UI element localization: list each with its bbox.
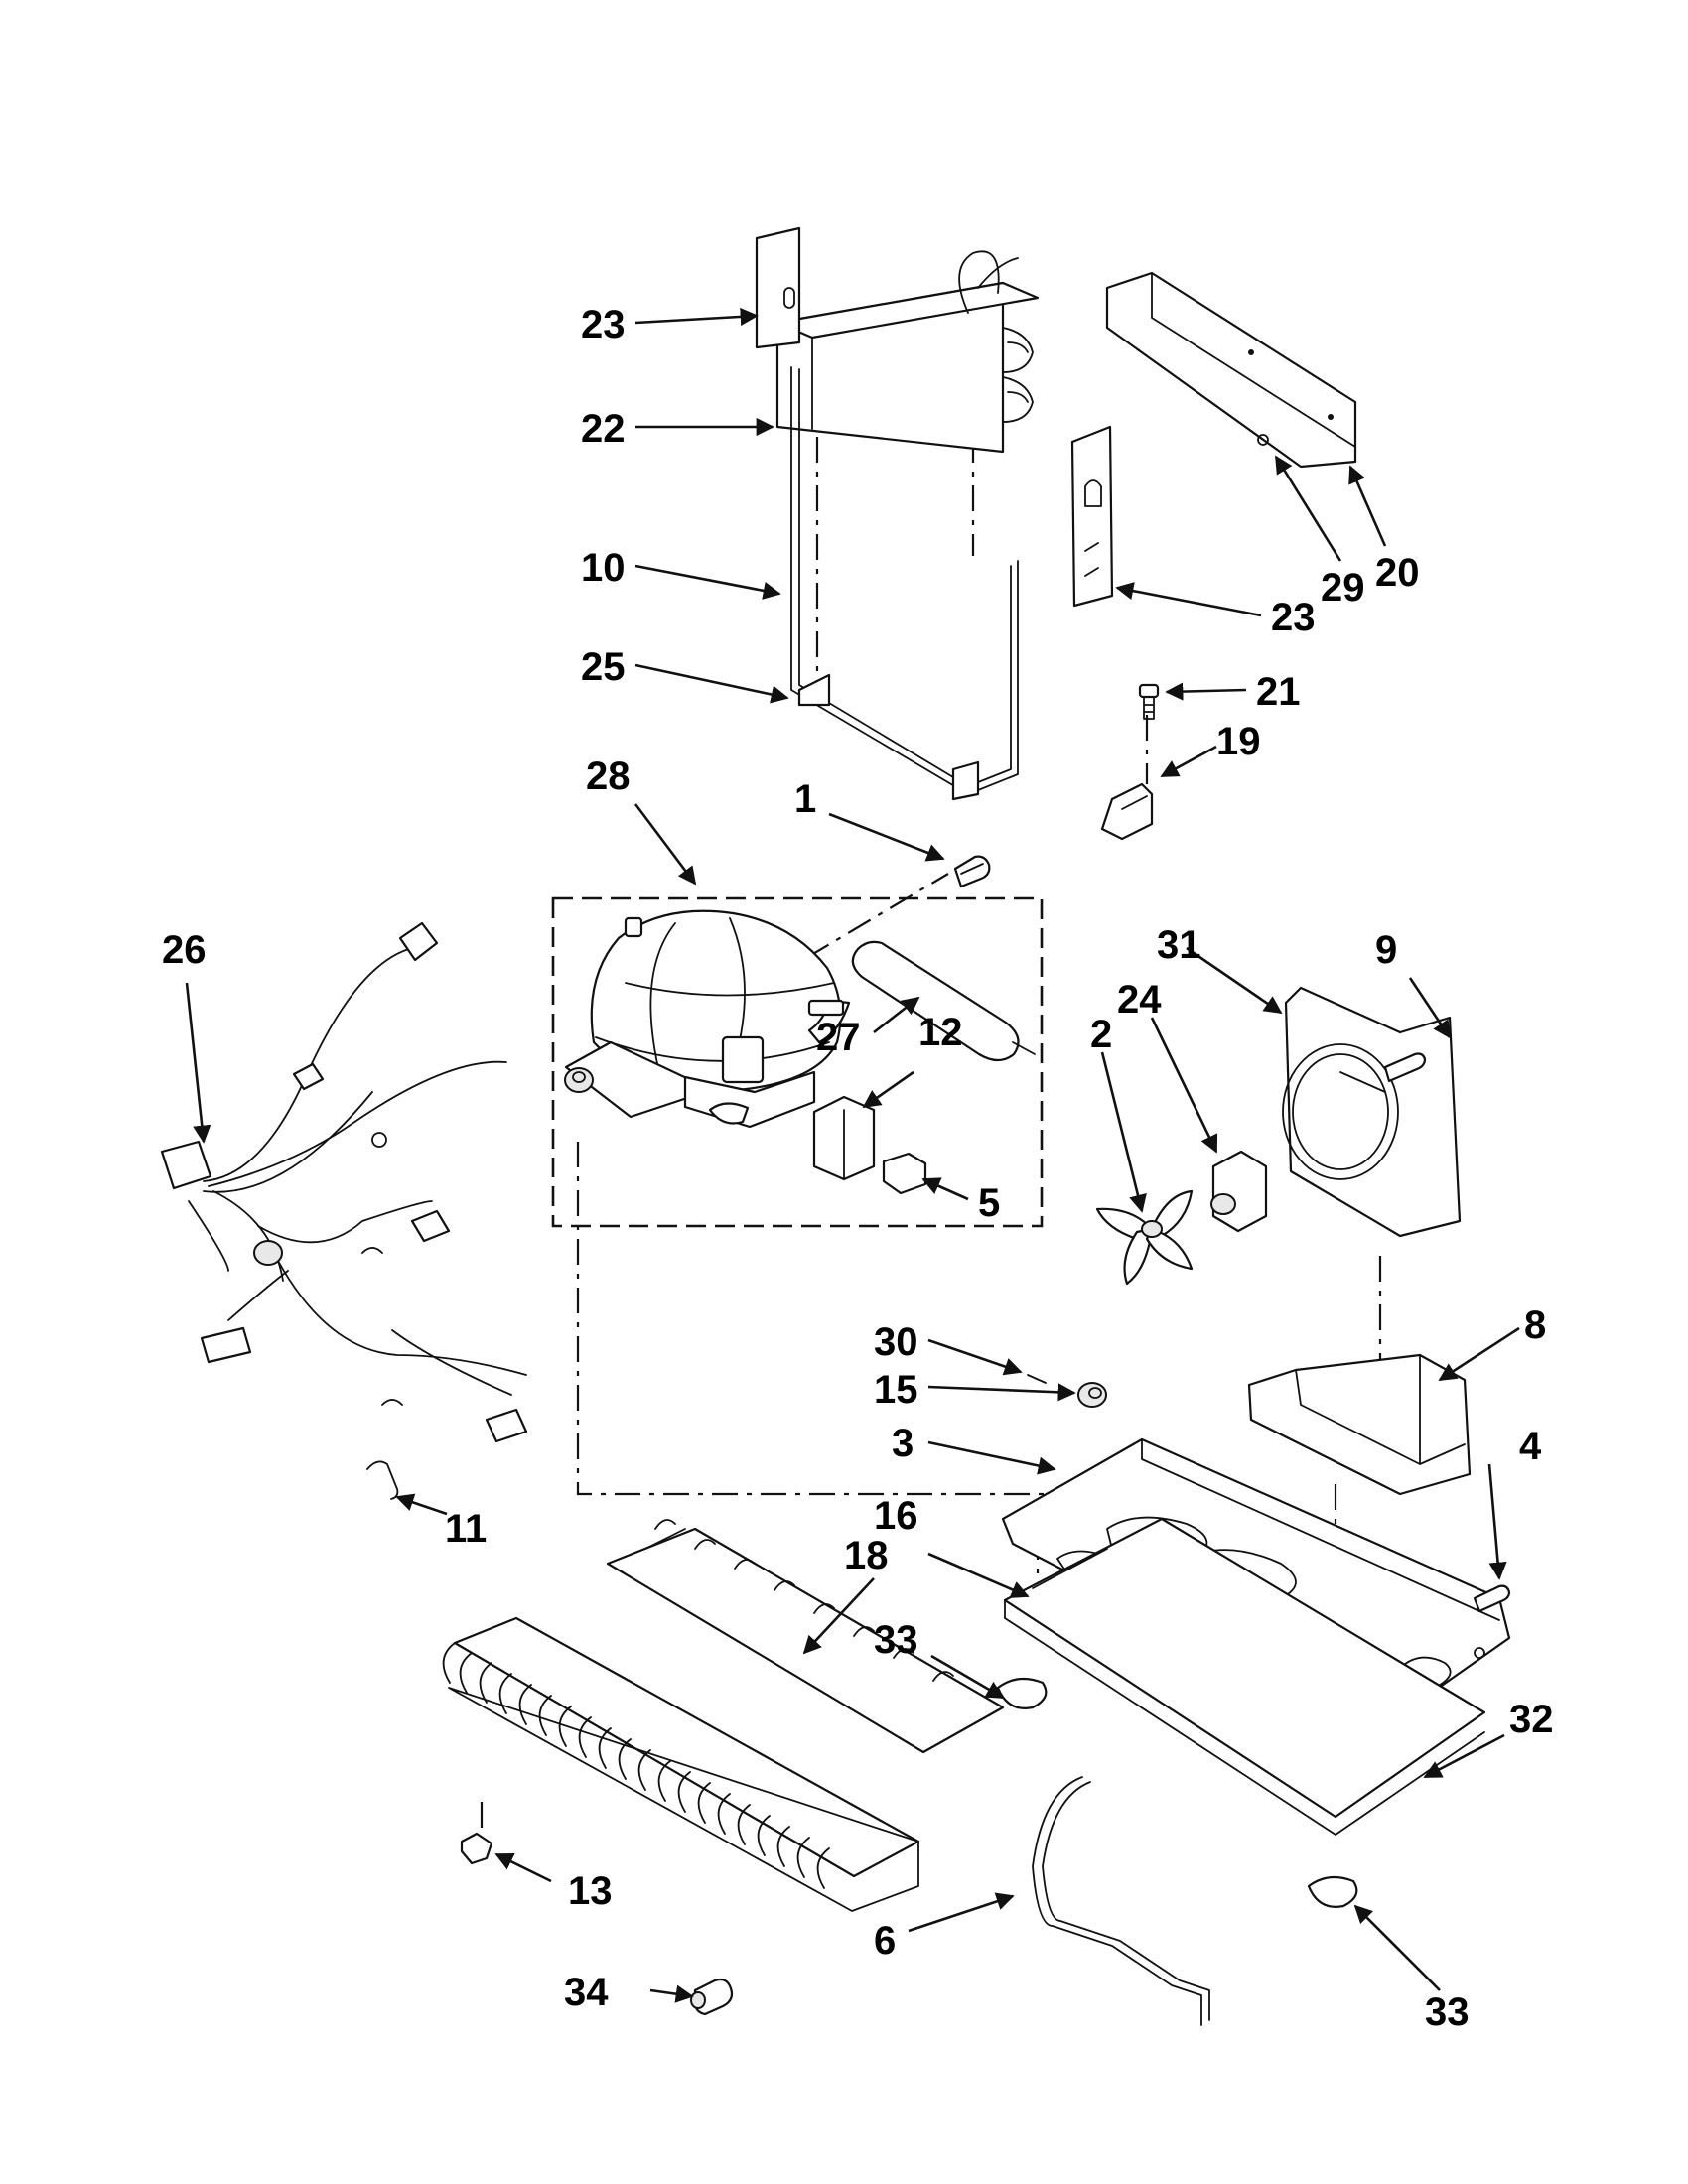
callout-5: 5 (978, 1181, 1000, 1225)
fan-motor (1210, 1150, 1268, 1233)
callout-11: 11 (445, 1507, 487, 1551)
callout-31: 31 (1157, 923, 1201, 967)
drier-27 (851, 940, 1036, 1062)
callout-18: 18 (844, 1534, 889, 1577)
callout-10: 10 (581, 546, 626, 590)
callout-24: 24 (1117, 978, 1162, 1022)
callout-9: 9 (1375, 928, 1397, 972)
callout-28: 28 (586, 754, 631, 798)
grommet-15 (1077, 1382, 1107, 1408)
callout-1: 1 (794, 777, 816, 821)
callout-21: 21 (1256, 670, 1301, 714)
evaporator-cover (1105, 271, 1357, 469)
cover-screw (1257, 434, 1269, 446)
foot-33-left (996, 1677, 1048, 1709)
callout-34: 34 (564, 1971, 609, 2014)
defrost-heater (790, 366, 1019, 801)
mounting-bracket (1247, 1353, 1472, 1496)
evaporator-bracket-right (1070, 425, 1114, 608)
condenser-coil (442, 1519, 1005, 1912)
callout-4: 4 (1519, 1425, 1542, 1468)
screw-4 (1473, 1584, 1511, 1613)
fan-shroud (1282, 986, 1462, 1238)
evaporator-bracket-left (755, 226, 801, 349)
callout-2: 2 (1090, 1013, 1112, 1056)
callout-27: 27 (816, 1016, 861, 1059)
callout-30: 30 (874, 1320, 918, 1364)
callout-22: 22 (581, 407, 626, 451)
drain-tube (1032, 1776, 1210, 2026)
overload-5 (882, 1152, 927, 1195)
grommet-left (564, 1067, 594, 1093)
callout-20: 20 (1375, 551, 1420, 595)
leader-lines (185, 307, 1520, 2003)
callout-15: 15 (874, 1368, 918, 1412)
callout-33-right: 33 (1425, 1990, 1470, 2034)
fan-blade (1095, 1189, 1194, 1286)
compressor (564, 909, 851, 1129)
callout-12: 12 (918, 1011, 963, 1054)
compressor-group-box (551, 896, 1044, 1228)
callout-25: 25 (581, 645, 626, 689)
screw-21 (1138, 683, 1160, 720)
screw-9 (1383, 1052, 1427, 1083)
callout-26: 26 (162, 928, 207, 972)
screw-1 (953, 855, 991, 888)
wire-harness (160, 921, 528, 1443)
callout-13: 13 (568, 1869, 613, 1913)
relay-12 (812, 1095, 876, 1181)
callout-3: 3 (892, 1422, 914, 1465)
callout-29: 29 (1321, 566, 1365, 610)
foot-33-right (1307, 1875, 1358, 1908)
callout-32: 32 (1509, 1698, 1554, 1741)
callout-16: 16 (874, 1494, 918, 1538)
callout-23-right: 23 (1271, 596, 1316, 639)
callout-23-top: 23 (581, 303, 626, 346)
evaporator-coil (775, 250, 1040, 454)
callout-6: 6 (874, 1919, 896, 1963)
callout-labels: 23 22 10 25 23 29 20 21 19 28 1 27 12 5 … (162, 303, 1554, 2034)
callout-33-left: 33 (874, 1618, 918, 1662)
clamp-13 (460, 1832, 493, 1865)
callout-8: 8 (1524, 1303, 1546, 1347)
plug-34 (690, 1978, 734, 2016)
clip-11 (366, 1460, 399, 1500)
sleeve-30 (1027, 1374, 1047, 1384)
clip-19 (1100, 782, 1154, 841)
callout-19: 19 (1216, 720, 1261, 763)
